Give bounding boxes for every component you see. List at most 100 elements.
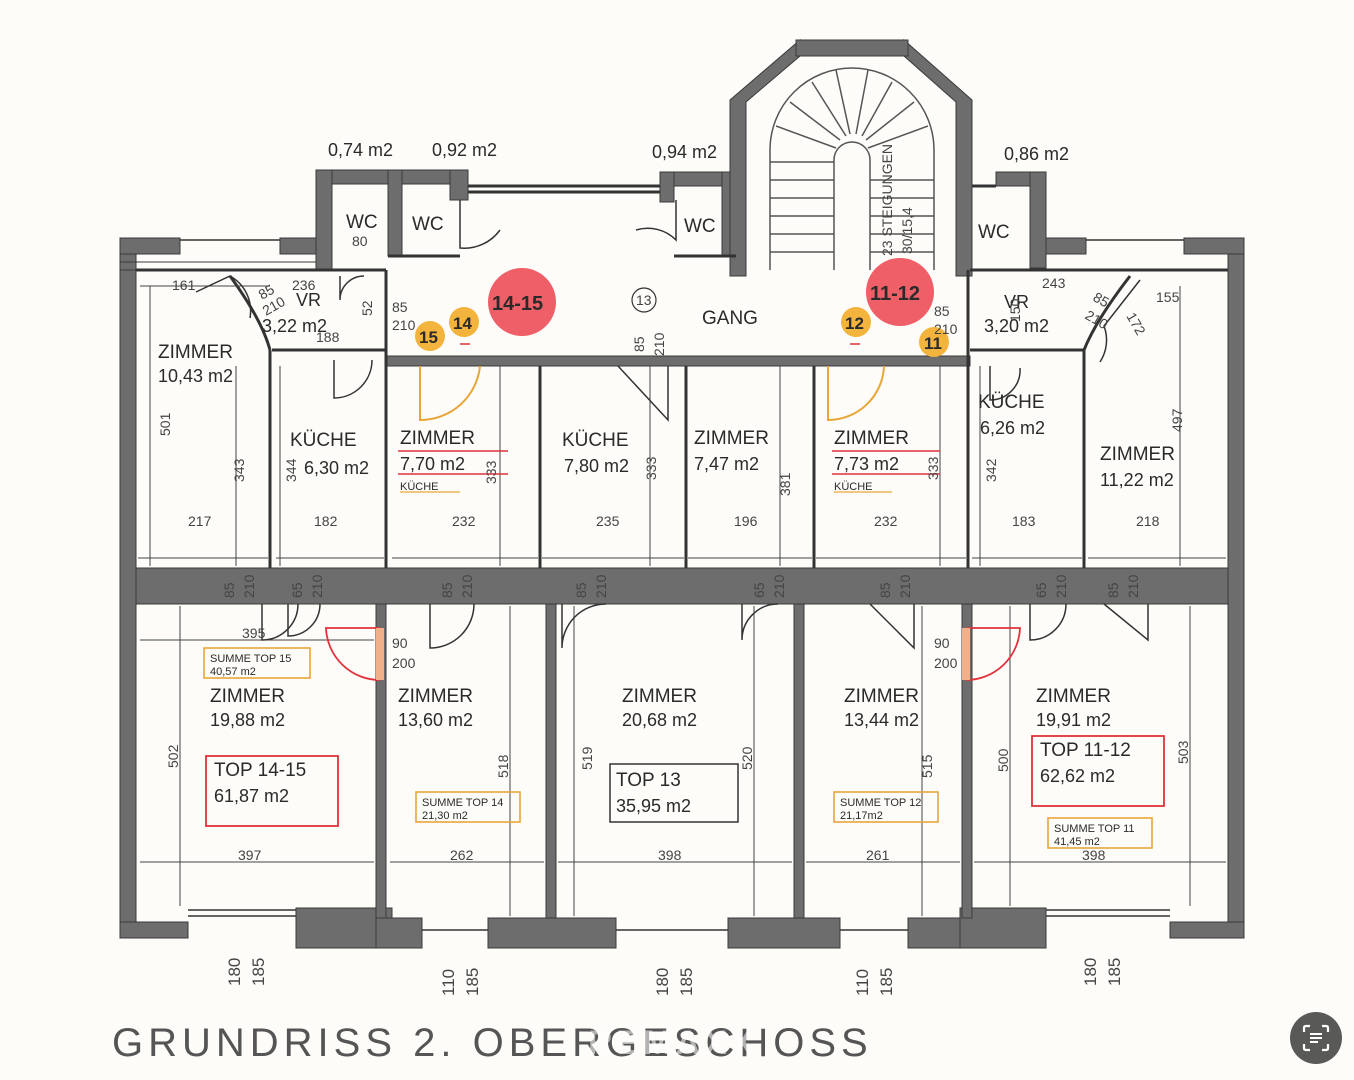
badges: 14-15 11-12 15 14 12 11	[415, 258, 949, 357]
dim-md-3: 65	[289, 582, 305, 598]
upper-room-4-area: 7,80 m2	[564, 456, 629, 476]
wc-area-labels: 0,74 m2 0,92 m2 0,94 m2 0,86 m2 WC WC WC…	[328, 140, 1069, 243]
dim-win-6: 185	[677, 968, 696, 996]
summe-12-label: SUMME TOP 12	[840, 797, 921, 809]
top-boxes: TOP 14-15 61,87 m2 TOP 13 35,95 m2 TOP 1…	[205, 735, 1165, 827]
upper-room-2-area: 6,30 m2	[304, 458, 369, 478]
lower-room-4-area: 13,44 m2	[844, 710, 919, 730]
dim-md-6: 210	[459, 574, 475, 598]
upper-room-3-note: KÜCHE	[400, 481, 439, 493]
dim-md-4: 210	[309, 574, 325, 598]
dim-md-14: 210	[1053, 574, 1069, 598]
red-underlines	[398, 343, 940, 475]
dim-md-1: 85	[221, 582, 237, 598]
summe-14-area: 21,30 m2	[422, 810, 468, 822]
vr-right-name: VR	[1004, 292, 1029, 312]
summe-boxes: SUMME TOP 15 40,57 m2 SUMME TOP 14 21,30…	[203, 647, 1153, 849]
door-l-5	[869, 603, 915, 650]
dim-uw-2: 182	[314, 513, 338, 529]
upper-room-6-name: ZIMMER	[834, 428, 909, 449]
door-wc-3	[635, 200, 677, 242]
dim-md-8: 210	[593, 574, 609, 598]
dim-win-1: 180	[225, 958, 244, 986]
dim-lh-3: 519	[579, 746, 595, 770]
wall-gang-bottom	[385, 355, 971, 367]
watermark: REMAXX	[588, 1024, 757, 1062]
vr-labels: VR 3,22 m2 VR 3,20 m2	[262, 290, 1049, 336]
top-11-12-box	[1031, 735, 1165, 807]
text-scan-button[interactable]	[1290, 1012, 1342, 1064]
top-13-area: 35,95 m2	[616, 796, 691, 816]
dim-lw-3: 262	[450, 847, 474, 863]
dim-win-7: 110	[853, 969, 872, 996]
dim-lw-1: 395	[242, 625, 266, 641]
top-14-15-label: TOP 14-15	[214, 760, 306, 781]
dim-fd-3: 90	[934, 635, 950, 651]
stair-label: 23 STEIGUNGEN	[879, 144, 895, 256]
wall-bottom-m1	[375, 917, 423, 949]
corridor-number: 13	[636, 292, 652, 308]
door-l-2	[429, 603, 475, 649]
lower-room-1-name: ZIMMER	[210, 686, 285, 707]
dim-md-13: 65	[1033, 582, 1049, 598]
dim-uh-9: 497	[1169, 408, 1185, 432]
wc-label-2: WC	[412, 214, 444, 235]
upper-room-7-name: KÜCHE	[978, 392, 1045, 413]
door-l-4	[741, 603, 779, 641]
walls	[119, 38, 1245, 949]
door-vr-right	[1099, 279, 1141, 363]
dim-uw-3: 232	[452, 513, 476, 529]
dim-vr-10: 172	[1123, 310, 1149, 338]
door-l-7	[1103, 603, 1149, 642]
dim-wc: 80	[352, 233, 368, 249]
wall-bottom-m3	[727, 917, 841, 949]
dim-vr-1: 85	[256, 281, 278, 303]
lower-room-1-area: 19,88 m2	[210, 710, 285, 730]
summe-14-label: SUMME TOP 14	[422, 797, 503, 809]
svg-text:11-12: 11-12	[870, 283, 920, 305]
dim-cd-2: 210	[651, 332, 667, 356]
dim-uw-6: 232	[874, 513, 898, 529]
wc-wall-2b	[387, 169, 403, 257]
dim-uw-1: 217	[188, 513, 212, 529]
wall-top-right	[1183, 237, 1245, 255]
badge-12: 12	[841, 307, 871, 337]
wall-bottom-m2	[487, 917, 617, 949]
door-wc-1	[339, 275, 365, 301]
corridor-labels: GANG 13 23 STEIGUNGEN 30/15,4	[631, 144, 915, 329]
door-vr-left	[195, 275, 252, 319]
dim-lh-4: 520	[739, 746, 755, 770]
wall-bottom-r	[1169, 921, 1245, 939]
lower-room-5-name: ZIMMER	[1036, 686, 1111, 707]
door-kueche-r	[989, 366, 1021, 401]
dim-win-8: 185	[877, 968, 896, 996]
stair-ratio: 30/15,4	[899, 207, 915, 254]
wc-label-1: WC	[346, 212, 378, 233]
upper-room-5-area: 7,47 m2	[694, 454, 759, 474]
vr-left-name: VR	[296, 290, 321, 310]
dim-uh-2: 343	[231, 458, 247, 482]
door-wc-2	[459, 200, 501, 249]
dim-top-4: 155	[1156, 289, 1180, 305]
lower-room-3-name: ZIMMER	[622, 686, 697, 707]
corridor-number-circle	[631, 287, 657, 313]
upper-room-4-name: KÜCHE	[562, 430, 629, 451]
upper-room-6-area: 7,73 m2	[834, 454, 899, 474]
upper-room-5-name: ZIMMER	[694, 428, 769, 449]
dim-uh-4: 333	[483, 460, 499, 484]
wc-area-1: 0,74 m2	[328, 140, 393, 160]
wall-right	[1227, 237, 1245, 939]
dim-win-2: 185	[249, 958, 268, 986]
dim-uh-5: 333	[643, 456, 659, 480]
summe-15-label: SUMME TOP 15	[210, 653, 291, 665]
dim-uw-7: 183	[1012, 513, 1036, 529]
red-fire-doors	[325, 627, 1021, 681]
badge-11: 11	[919, 327, 949, 357]
dim-lw-5: 261	[866, 847, 890, 863]
dim-cd-4: 210	[934, 321, 958, 337]
plan-title: GRUNDRISS 2. OBERGESCHOSS	[112, 1021, 873, 1065]
vr-left-area: 3,22 m2	[262, 316, 327, 336]
wc-area-2: 0,92 m2	[432, 140, 497, 160]
top-14-15-area: 61,87 m2	[214, 786, 289, 806]
